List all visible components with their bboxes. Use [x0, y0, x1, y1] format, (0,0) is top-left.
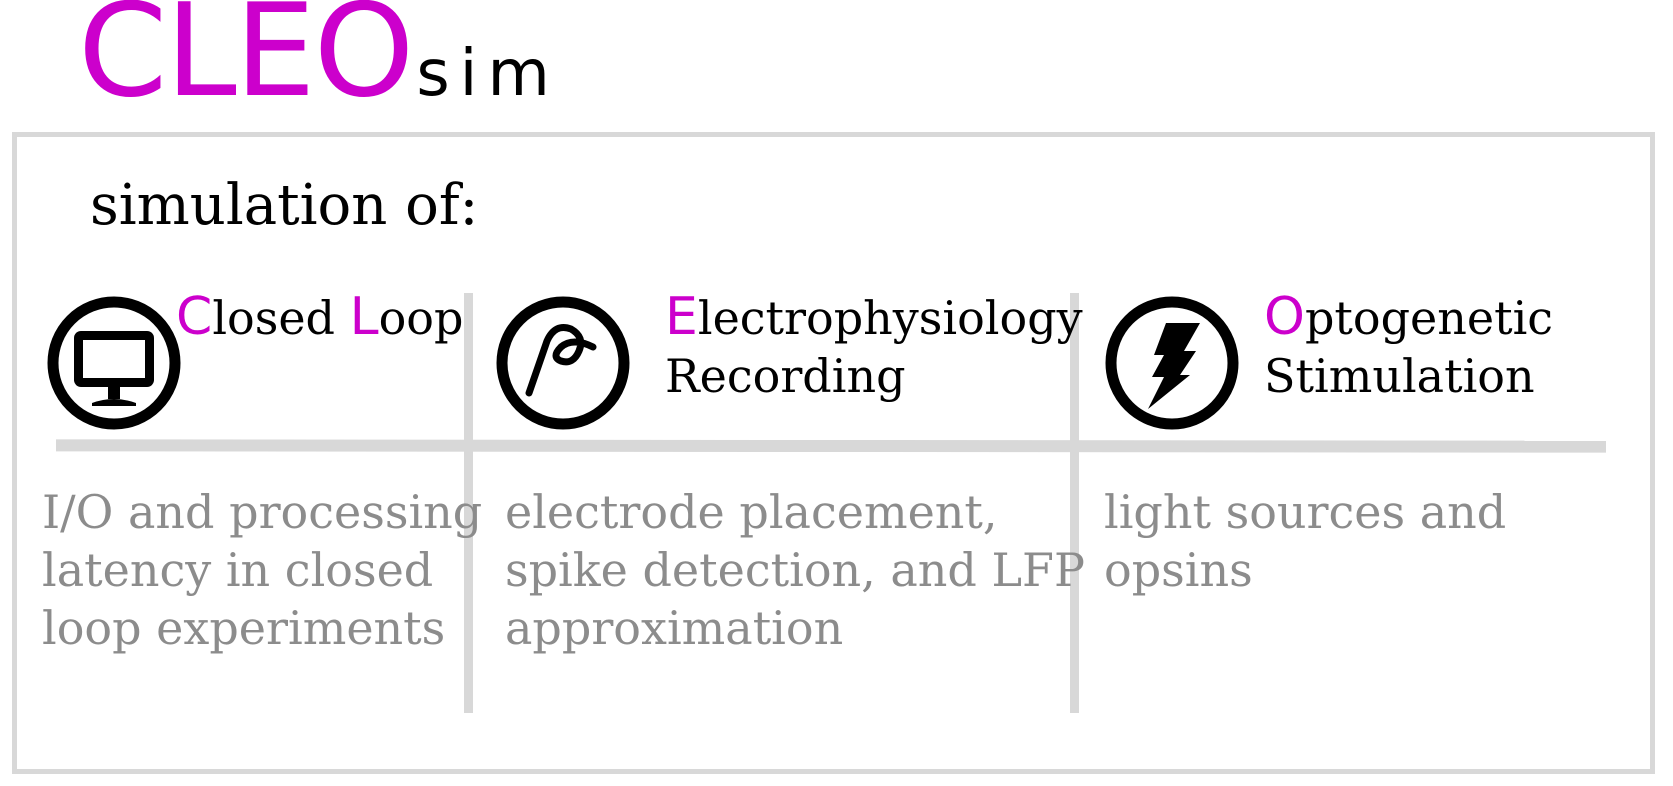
- monitor-icon: [46, 295, 182, 431]
- logo: CLEOsim: [78, 0, 560, 116]
- heading-text: lectrophysiology: [697, 291, 1083, 345]
- description-closed-loop: I/O and processing latency in closed loo…: [42, 485, 483, 655]
- column-divider-1: [464, 293, 473, 713]
- column-divider-2: [1070, 293, 1079, 713]
- accent-letter-o: O: [1264, 287, 1305, 347]
- horizontal-divider: [55, 439, 1607, 453]
- description-optogenetic: light sources and opsins: [1104, 485, 1507, 597]
- accent-letter-l: L: [349, 287, 379, 347]
- heading-optogenetic: Optogenetic Stimulation: [1264, 288, 1553, 405]
- logo-main: CLEO: [78, 0, 414, 126]
- content-frame: [12, 132, 1655, 774]
- heading-text: ptogenetic: [1304, 291, 1554, 345]
- electrode-icon: [495, 295, 631, 431]
- lightning-icon: [1104, 295, 1240, 431]
- heading-closed-loop-line-1: Closed Loop: [176, 288, 463, 347]
- heading-electrophysiology-line-2: Recording: [665, 349, 906, 403]
- intro-text: simulation of:: [90, 173, 479, 238]
- heading-electrophysiology: Electrophysiology Recording: [665, 288, 1083, 405]
- heading-text: losed: [212, 291, 350, 345]
- heading-electrophysiology-line-1: Electrophysiology: [665, 288, 1083, 347]
- heading-closed-loop: Closed Loop: [176, 288, 463, 347]
- accent-letter-e: E: [665, 287, 698, 347]
- heading-optogenetic-line-1: Optogenetic: [1264, 288, 1553, 347]
- logo-sub: sim: [416, 37, 560, 111]
- accent-letter-c: C: [176, 287, 213, 347]
- heading-optogenetic-line-2: Stimulation: [1264, 349, 1535, 403]
- description-electrophysiology: electrode placement, spike detection, an…: [505, 485, 1085, 655]
- heading-text: oop: [378, 291, 464, 345]
